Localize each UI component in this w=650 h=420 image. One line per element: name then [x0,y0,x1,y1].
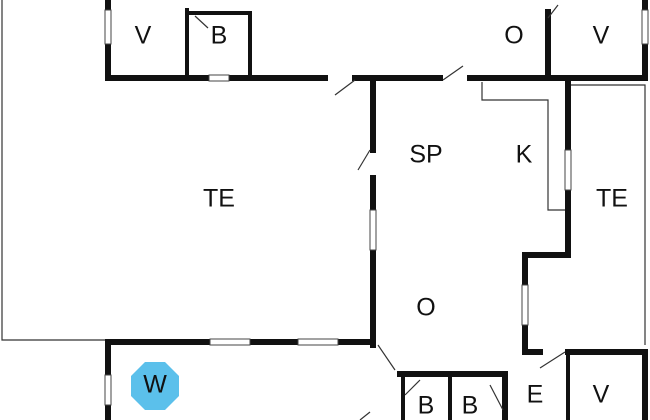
room-label-w: W [143,371,167,399]
room-label-te-right: TE [596,185,628,213]
w-octagon-icon [131,362,179,410]
room-label-v-top-right: V [593,22,610,50]
room-label-b-bottom-2: B [462,392,479,420]
room-label-b-top-left: B [211,22,228,50]
room-label-te-left: TE [203,185,235,213]
room-label-v-bottom-right: V [593,381,610,409]
thin-outlines [1,0,646,345]
room-label-k: K [516,141,533,169]
room-label-b-bottom-1: B [418,392,435,420]
room-label-e: E [527,381,544,409]
windows [104,9,649,406]
doors [194,4,566,420]
room-label-o-top: O [504,22,523,50]
room-label-v-top-left: V [135,22,152,50]
room-label-sp: SP [409,141,442,169]
room-label-o-center: O [416,294,435,322]
